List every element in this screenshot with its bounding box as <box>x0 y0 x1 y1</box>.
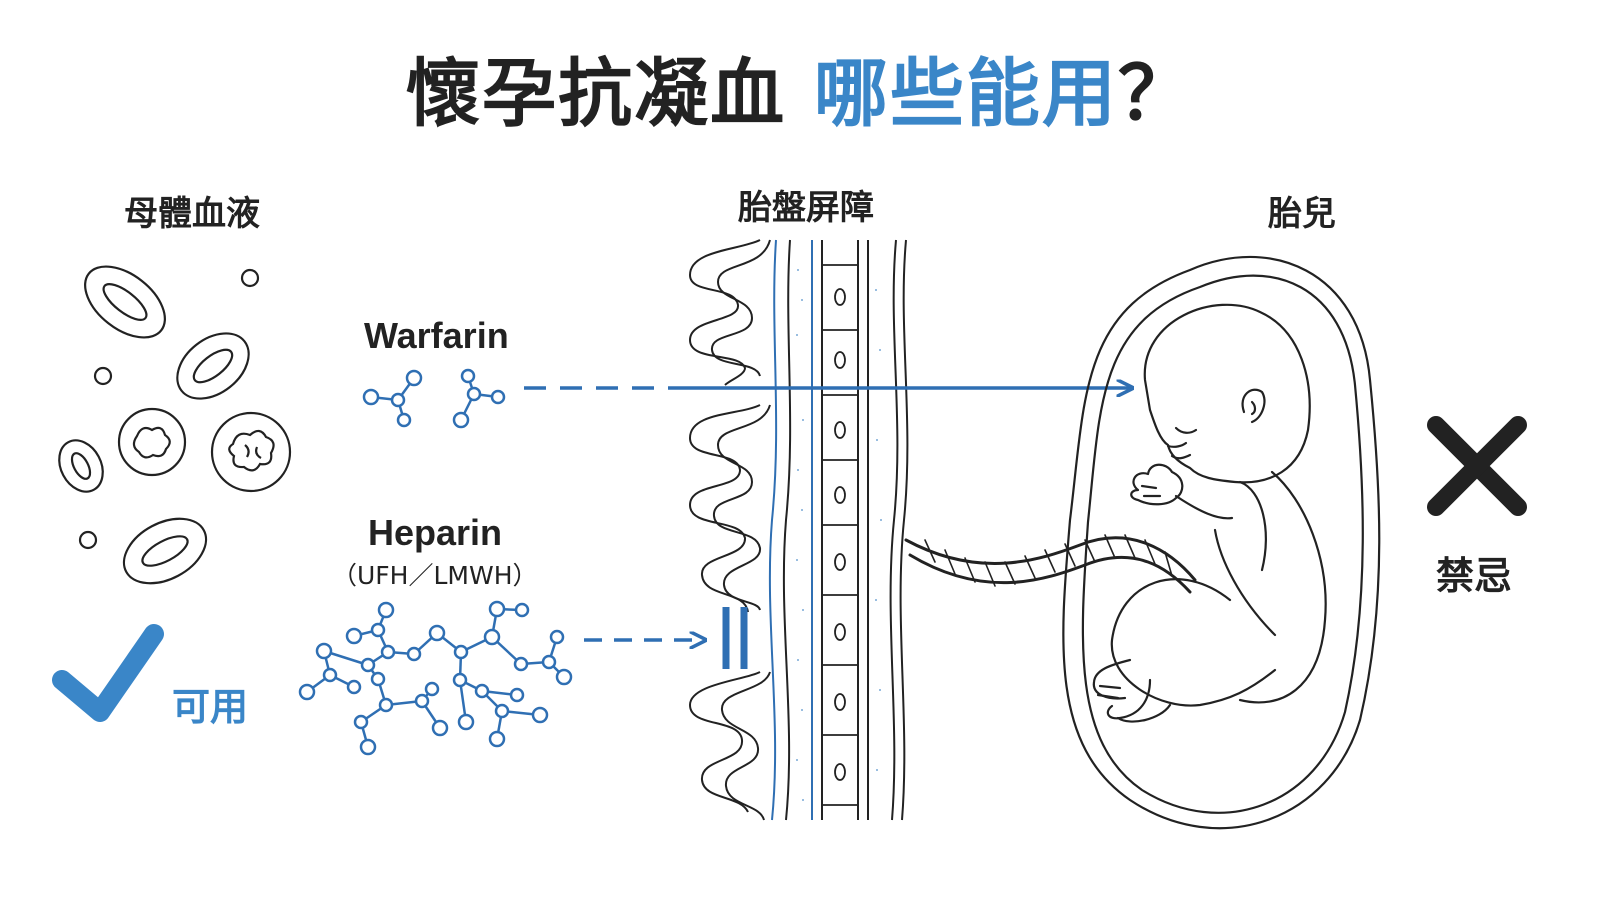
placenta-barrier-heading: 胎盤屏障 <box>738 188 874 228</box>
white-blood-cell <box>117 407 187 477</box>
maternal-blood-heading: 母體血液 <box>124 194 260 234</box>
check-mark-icon <box>52 624 164 722</box>
red-blood-cell <box>84 265 166 339</box>
platelet <box>240 268 260 288</box>
placenta-barrier <box>688 239 909 821</box>
warfarin-label: Warfarin <box>364 315 509 356</box>
heparin-blocked-arrow <box>584 607 748 669</box>
red-blood-cell <box>176 332 250 400</box>
amniotic-sac <box>1062 255 1381 830</box>
heparin-label: Heparin <box>368 512 503 553</box>
cross-mark-icon <box>1427 416 1527 516</box>
red-blood-cell <box>58 439 104 493</box>
red-blood-cell <box>122 517 208 585</box>
forbidden-label: 禁忌 <box>1436 554 1513 598</box>
title-accent: 哪些能用 <box>813 51 1118 137</box>
warfarin-molecule <box>362 368 506 429</box>
white-blood-cell <box>210 411 292 493</box>
allowed-label: 可用 <box>172 685 249 729</box>
heparin-subtitle: （UFH／LMWH） <box>332 561 538 590</box>
platelet <box>78 530 98 550</box>
title-main: 懷孕抗凝血 <box>406 51 787 137</box>
title-end: ？ <box>1117 51 1194 137</box>
fetus-heading: 胎兒 <box>1268 194 1336 234</box>
blood-cells-group <box>58 265 292 585</box>
platelet <box>93 366 113 386</box>
page-title: 懷孕抗凝血 哪些能用？ <box>0 34 1600 141</box>
heparin-molecule <box>298 600 573 756</box>
fetus-illustration <box>904 255 1381 830</box>
